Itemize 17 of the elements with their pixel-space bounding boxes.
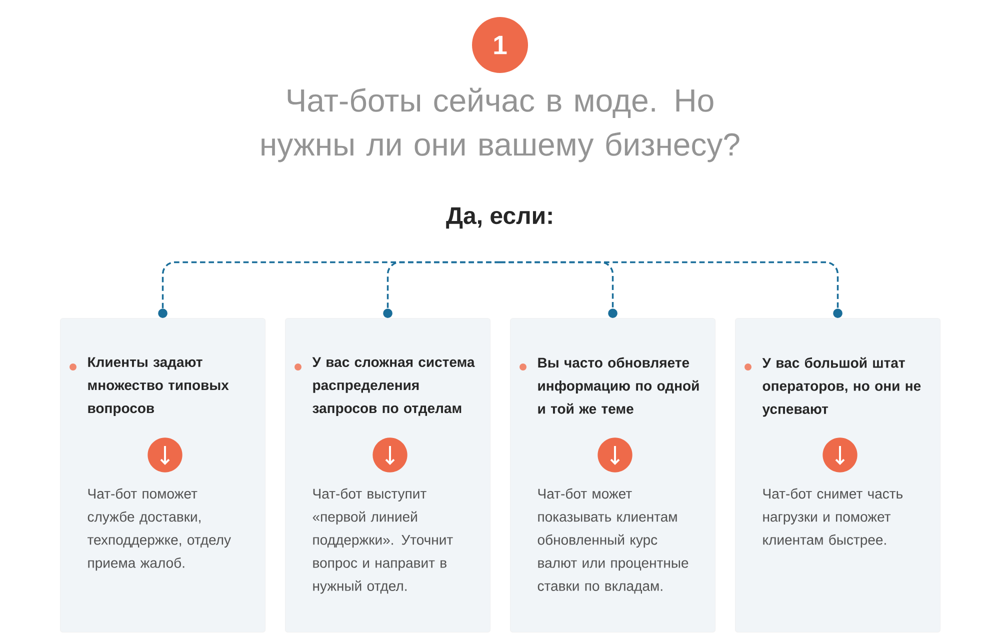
connector [500,261,842,318]
title: Чат-боты сейчас в моде. Но нужны ли они вашему бизнесу? [262,88,740,162]
number-badge: 1 [472,17,528,73]
info-card [60,318,266,633]
card-heading: Вы часто обновляете информацию по одной и той же теме [538,357,699,414]
card-text: Чат-бот выступит «первой линией поддержки». Уточнит вопрос и направит в нужный отдел. [312,488,453,594]
card-heading: У вас большой штат операторов, но они не успевают [762,357,921,417]
subheading: Да, если: [446,207,552,229]
card-text: Чат-бот поможет службе доставки, техподдержке, отделу приема жалоб. [88,488,231,571]
card-text: Чат-бот снимет часть нагрузки и поможет клиентам быстрее. [763,488,903,548]
card-text: Чат-бот может показывать клиентам обновленный курс валют или процентные ставки по вкладам. [538,488,688,594]
info-card [510,318,716,633]
info-card [285,318,491,633]
connector [383,261,500,318]
info-card [735,318,941,633]
card-heading: У вас сложная система распределения запросов по отделам [312,357,475,416]
card-heading: Клиенты задают множество типовых вопросов [88,357,229,416]
